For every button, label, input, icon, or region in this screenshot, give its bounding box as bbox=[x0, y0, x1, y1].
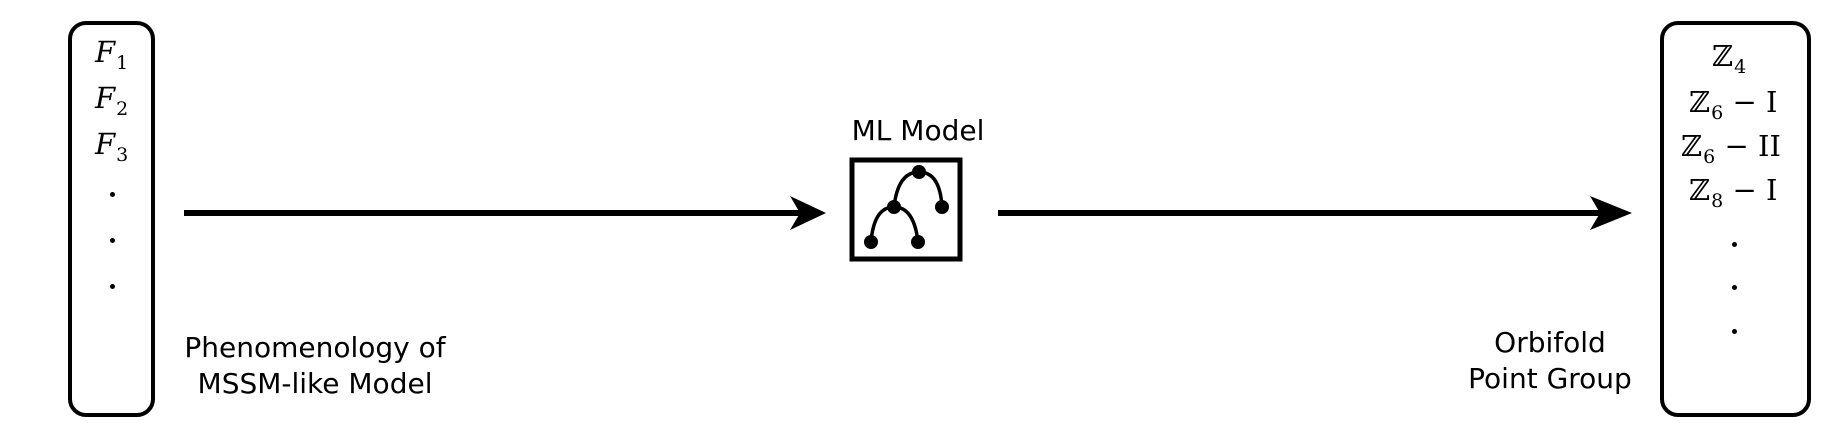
output-caption: Orbifold Point Group bbox=[1440, 325, 1660, 398]
ellipsis-dot bbox=[1732, 329, 1737, 334]
ellipsis-dot bbox=[110, 238, 115, 243]
ml-model-icon bbox=[849, 157, 963, 262]
ellipsis-dot bbox=[110, 192, 115, 197]
output-point-group-box bbox=[1660, 21, 1811, 417]
point-group-z6-i: ℤ6 − I bbox=[1689, 85, 1778, 124]
ellipsis-dot bbox=[1732, 285, 1737, 290]
input-caption: Phenomenology of MSSM-like Model bbox=[160, 330, 470, 403]
feature-f1: F1 bbox=[95, 35, 129, 74]
output-caption-line2: Point Group bbox=[1468, 362, 1632, 396]
input-arrow bbox=[184, 196, 826, 230]
model-label: ML Model bbox=[851, 114, 985, 147]
ellipsis-dot bbox=[110, 284, 115, 289]
point-group-z4: ℤ4 bbox=[1712, 39, 1747, 78]
output-arrow bbox=[998, 196, 1632, 230]
input-caption-line2: MSSM-like Model bbox=[197, 367, 433, 401]
point-group-z6-ii: ℤ6 − II bbox=[1681, 129, 1781, 168]
feature-f2: F2 bbox=[95, 81, 129, 120]
output-caption-line1: Orbifold bbox=[1494, 326, 1606, 359]
input-caption-line1: Phenomenology of bbox=[184, 331, 446, 364]
feature-f3: F3 bbox=[95, 127, 129, 166]
ellipsis-dot bbox=[1732, 242, 1737, 247]
point-group-z8-i: ℤ8 − I bbox=[1689, 173, 1778, 212]
tree-nodes bbox=[864, 165, 949, 249]
input-features-box bbox=[68, 21, 155, 417]
